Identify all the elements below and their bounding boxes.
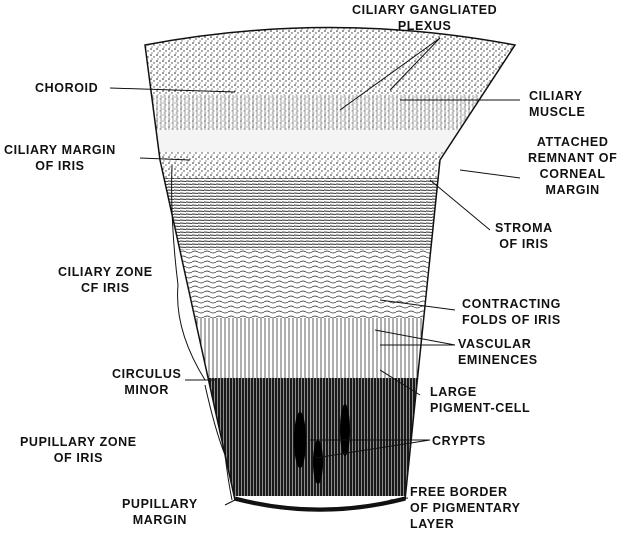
crypt bbox=[294, 412, 306, 468]
label-pupillary-zone: PUPILLARY ZONE OF IRIS bbox=[20, 435, 137, 465]
label-ciliary-muscle: CILIARY MUSCLE bbox=[529, 89, 586, 119]
ciliary-margin-band bbox=[145, 130, 515, 152]
label-contracting-folds: CONTRACTING FOLDS OF IRIS bbox=[462, 297, 561, 327]
leader-lines bbox=[109, 37, 521, 506]
corneal-remnant bbox=[145, 152, 515, 178]
label-ciliary-margin-of-iris: CILIARY MARGIN OF IRIS bbox=[4, 143, 116, 173]
label-attached-remnant: ATTACHED REMNANT OF CORNEAL MARGIN bbox=[528, 135, 618, 197]
label-vascular-eminences: VASCULAR EMINENCES bbox=[458, 337, 538, 367]
label-stroma-of-iris: STROMA OF IRIS bbox=[495, 221, 553, 251]
label-large-pigment-cell: LARGE PIGMENT-CELL bbox=[430, 385, 531, 415]
crypt bbox=[340, 404, 350, 456]
stroma-layer bbox=[145, 178, 515, 250]
label-crypts: CRYPTS bbox=[432, 434, 486, 448]
label-ciliary-gangliated-plexus: CILIARY GANGLIATED PLEXUS bbox=[352, 3, 498, 33]
label-choroid: CHOROID bbox=[35, 81, 99, 95]
crypt bbox=[313, 440, 323, 484]
label-ciliary-zone: CILIARY ZONE CF IRIS bbox=[58, 265, 153, 295]
label-circulus-minor: CIRCULUS MINOR bbox=[112, 367, 182, 397]
label-pupillary-margin: PUPILLARY MARGIN bbox=[122, 497, 198, 527]
wedge-outline bbox=[144, 26, 517, 512]
free-border-edge bbox=[234, 496, 406, 511]
label-free-border: FREE BORDER OF PIGMENTARY LAYER bbox=[410, 485, 521, 531]
ciliary-muscle-fibres bbox=[145, 95, 515, 130]
